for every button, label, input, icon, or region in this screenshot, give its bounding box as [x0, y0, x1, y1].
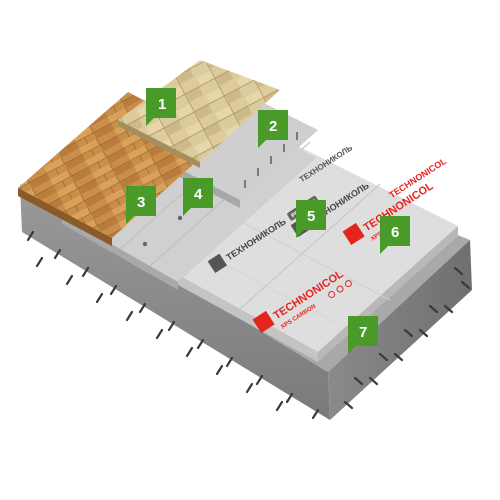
layer-tag-3: 3	[126, 186, 156, 224]
layer-tag-4: 4	[183, 178, 213, 216]
layer-tag-7-number: 7	[359, 324, 367, 341]
brand-logo-icon	[342, 222, 365, 246]
brand-logo-icon	[207, 253, 228, 274]
layer-tag-2-number: 2	[269, 118, 277, 135]
layer-tag-6: 6	[380, 216, 410, 254]
layer-tile	[118, 60, 280, 168]
layer-tag-2: 2	[258, 110, 288, 148]
layer-tag-5: 5	[296, 200, 326, 238]
layer-tag-7: 7	[348, 316, 378, 354]
layer-tag-1: 1	[146, 88, 176, 126]
rebar-ends	[26, 230, 471, 420]
layer-tag-4-number: 4	[194, 186, 203, 203]
layer-tag-3-number: 3	[137, 194, 145, 211]
layer-tag-6-number: 6	[391, 224, 399, 241]
layer-tag-1-number: 1	[158, 96, 166, 113]
brand-logo-icon	[252, 310, 275, 334]
layer-tag-5-number: 5	[307, 208, 315, 225]
